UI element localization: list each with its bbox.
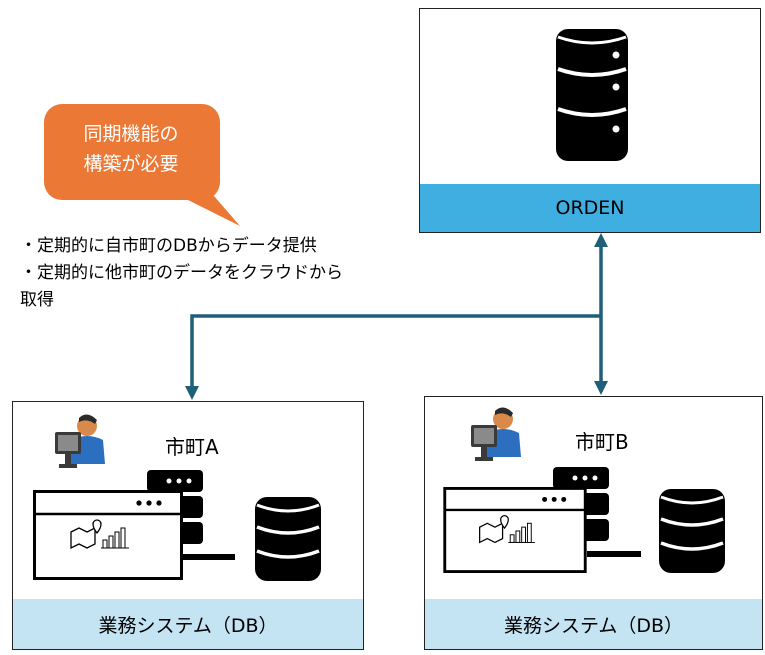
bubble-line-1: 同期機能の	[83, 123, 179, 145]
note-line-3: 取得	[20, 290, 54, 310]
app-window-icon	[443, 487, 587, 573]
user-at-computer-icon	[55, 414, 105, 468]
city-a-name: 市町A	[165, 435, 219, 459]
orden-to-cityA-arrow	[185, 314, 601, 400]
database-icon	[556, 29, 628, 161]
city-b-name: 市町B	[575, 430, 629, 454]
note-line-1: ・定期的に自市町のDBからデータ提供	[20, 236, 317, 256]
city-b-system-label: 業務システム（DB）	[425, 599, 762, 649]
user-at-computer-icon	[471, 407, 521, 461]
database-icon	[659, 489, 725, 573]
orden-label: ORDEN	[420, 184, 760, 232]
sync-notes: ・定期的に自市町のDBからデータ提供 ・定期的に他市町のデータをクラウドから 取…	[20, 233, 343, 314]
app-window-icon	[33, 490, 183, 580]
city-a-system-label: 業務システム（DB）	[13, 599, 363, 649]
note-line-2: ・定期的に他市町のデータをクラウドから	[20, 263, 343, 283]
orden-box: ORDEN	[419, 8, 761, 233]
bubble-text: 同期機能の 構築が必要	[44, 119, 218, 179]
database-icon	[255, 497, 321, 581]
city-a-box: 市町A 業務システム（DB）	[12, 401, 364, 650]
bubble-line-2: 構築が必要	[83, 153, 179, 175]
city-b-box: 市町B 業務システム（DB）	[424, 396, 763, 650]
